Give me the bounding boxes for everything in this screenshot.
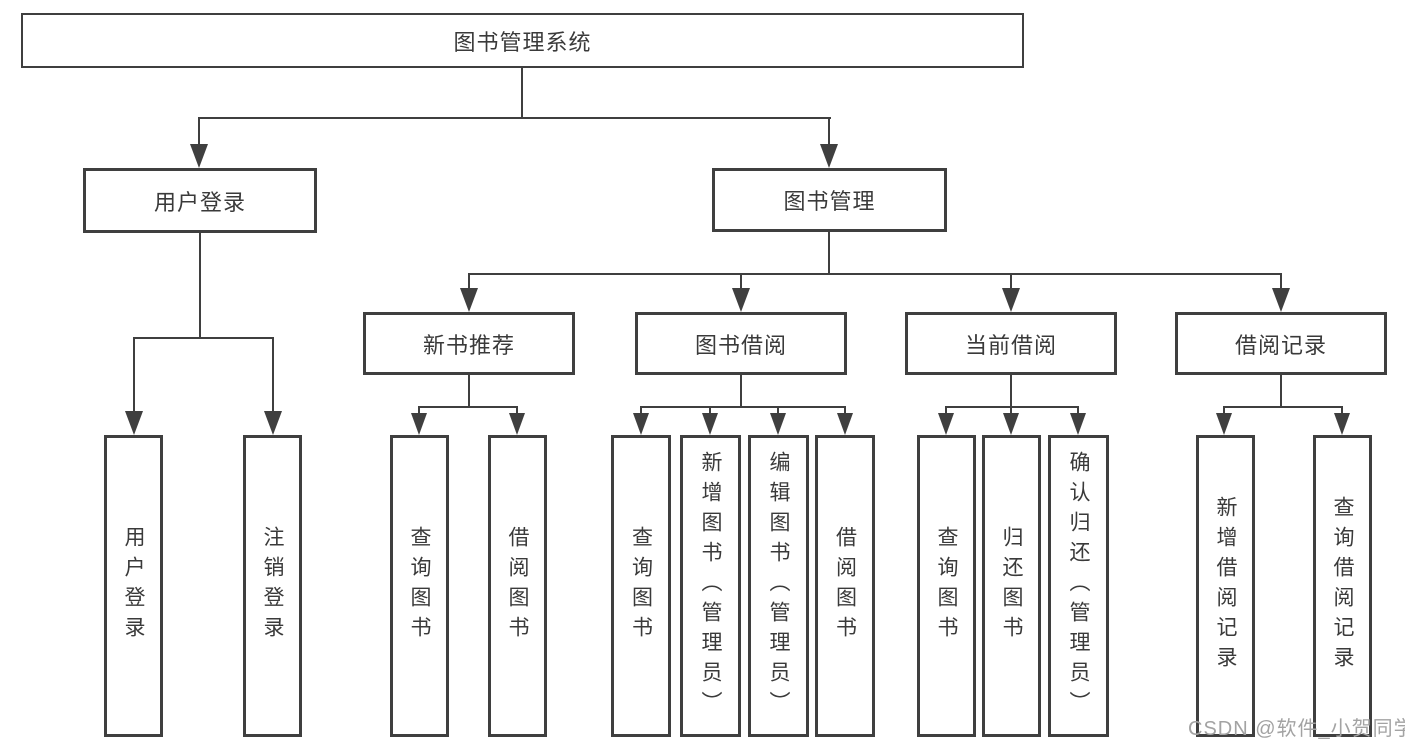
- leaf-current-query-book: 查询图书: [917, 435, 976, 737]
- connector-line: [272, 337, 274, 414]
- arrow-down-icon: [770, 413, 786, 435]
- connector-line: [133, 337, 135, 414]
- arrow-down-icon: [938, 413, 954, 435]
- connector-line: [198, 117, 200, 147]
- connector-line: [945, 406, 1079, 408]
- arrow-down-icon: [190, 144, 208, 168]
- arrow-down-icon: [837, 413, 853, 435]
- arrow-down-icon: [820, 144, 838, 168]
- connector-line: [844, 406, 846, 416]
- node-book-borrow-label: 图书借阅: [694, 332, 787, 358]
- connector-line: [1010, 273, 1012, 291]
- leaf-record-add-record-label: 新增借阅记录: [1214, 496, 1237, 676]
- node-book-management-label: 图书管理: [783, 189, 876, 214]
- arrow-down-icon: [125, 411, 143, 435]
- leaf-user-login: 用户登录: [104, 435, 163, 737]
- leaf-current-confirm-return-admin: 确认归还（管理员）: [1048, 435, 1109, 737]
- node-current-borrow-label: 当前借阅: [964, 332, 1057, 358]
- connector-line: [1280, 375, 1282, 407]
- leaf-borrow-query-book-label: 查询图书: [629, 526, 653, 646]
- leaf-borrow-borrow-book: 借阅图书: [815, 435, 875, 737]
- leaf-logout-label: 注销登录: [261, 526, 284, 646]
- leaf-current-return-book: 归还图书: [982, 435, 1041, 737]
- leaf-newbook-query-book: 查询图书: [390, 435, 449, 737]
- connector-line: [418, 406, 518, 408]
- connector-line: [133, 337, 274, 339]
- connector-line: [945, 406, 947, 416]
- connector-line: [640, 406, 642, 416]
- leaf-borrow-add-book-admin-label: 新增图书（管理员）: [699, 451, 722, 721]
- connector-line: [777, 406, 779, 416]
- arrow-down-icon: [1070, 413, 1086, 435]
- connector-line: [709, 406, 711, 416]
- leaf-newbook-borrow-book-label: 借阅图书: [506, 526, 529, 646]
- leaf-borrow-borrow-book-label: 借阅图书: [833, 526, 857, 646]
- connector-line: [1010, 406, 1012, 416]
- leaf-borrow-query-book: 查询图书: [611, 435, 671, 737]
- arrow-down-icon: [1216, 413, 1232, 435]
- leaf-logout: 注销登录: [243, 435, 302, 737]
- leaf-borrow-add-book-admin: 新增图书（管理员）: [680, 435, 741, 737]
- arrow-down-icon: [411, 413, 427, 435]
- connector-line: [198, 117, 831, 119]
- arrow-down-icon: [1003, 413, 1019, 435]
- leaf-record-query-record-label: 查询借阅记录: [1331, 496, 1354, 676]
- connector-line: [516, 406, 518, 416]
- node-new-book-recommend-label: 新书推荐: [422, 332, 515, 358]
- node-user-login: 用户登录: [83, 168, 317, 233]
- arrow-down-icon: [702, 413, 718, 435]
- connector-line: [1223, 406, 1343, 408]
- node-book-management: 图书管理: [712, 168, 947, 232]
- connector-line: [1280, 273, 1282, 291]
- connector-line: [828, 117, 830, 147]
- leaf-current-confirm-return-admin-label: 确认归还（管理员）: [1067, 451, 1090, 721]
- leaf-newbook-borrow-book: 借阅图书: [488, 435, 547, 737]
- leaf-record-query-record: 查询借阅记录: [1313, 435, 1372, 737]
- node-book-borrow: 图书借阅: [635, 312, 847, 375]
- connector-line: [1010, 375, 1012, 407]
- node-root: 图书管理系统: [21, 13, 1024, 68]
- arrow-down-icon: [732, 288, 750, 312]
- arrow-down-icon: [633, 413, 649, 435]
- arrow-down-icon: [509, 413, 525, 435]
- node-user-login-label: 用户登录: [153, 189, 246, 215]
- connector-line: [740, 273, 742, 291]
- leaf-borrow-edit-book-admin: 编辑图书（管理员）: [748, 435, 809, 737]
- node-current-borrow: 当前借阅: [905, 312, 1117, 375]
- leaf-user-login-label: 用户登录: [122, 526, 145, 646]
- connector-line: [1341, 406, 1343, 416]
- csdn-watermark: CSDN @软件_小贺同学: [1188, 718, 1405, 740]
- node-new-book-recommend: 新书推荐: [363, 312, 575, 375]
- leaf-record-add-record: 新增借阅记录: [1196, 435, 1255, 737]
- arrow-down-icon: [1002, 288, 1020, 312]
- connector-line: [740, 375, 742, 407]
- connector-line: [468, 375, 470, 407]
- arrow-down-icon: [460, 288, 478, 312]
- arrow-down-icon: [264, 411, 282, 435]
- connector-line: [1223, 406, 1225, 416]
- connector-line: [468, 273, 1282, 275]
- connector-line: [640, 406, 846, 408]
- connector-line: [521, 68, 523, 118]
- leaf-current-return-book-label: 归还图书: [1000, 526, 1023, 646]
- leaf-newbook-query-book-label: 查询图书: [408, 526, 431, 646]
- node-borrow-record: 借阅记录: [1175, 312, 1387, 375]
- node-root-label: 图书管理系统: [453, 29, 592, 55]
- connector-line: [1077, 406, 1079, 416]
- connector-line: [418, 406, 420, 416]
- connector-line: [828, 232, 830, 275]
- arrow-down-icon: [1334, 413, 1350, 435]
- connector-line: [468, 273, 470, 291]
- node-borrow-record-label: 借阅记录: [1234, 332, 1327, 358]
- leaf-current-query-book-label: 查询图书: [935, 526, 958, 646]
- arrow-down-icon: [1272, 288, 1290, 312]
- connector-line: [199, 233, 201, 338]
- leaf-borrow-edit-book-admin-label: 编辑图书（管理员）: [767, 451, 790, 721]
